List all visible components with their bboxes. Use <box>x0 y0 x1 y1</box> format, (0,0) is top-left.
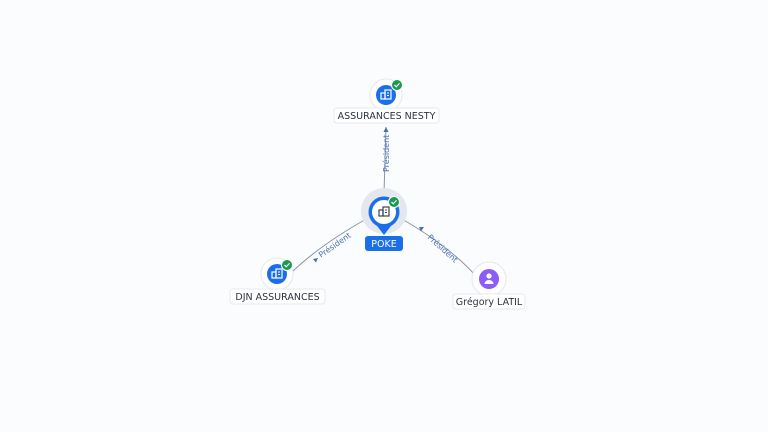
person-icon <box>484 273 494 284</box>
edge-right-label: Président <box>426 232 460 264</box>
verified-icon <box>391 79 403 91</box>
company-icon <box>271 268 283 279</box>
edge-left[interactable]: Président <box>291 217 369 273</box>
edge-top-arrow <box>383 127 389 132</box>
node-label: POKE <box>371 239 396 250</box>
company-icon <box>378 206 390 217</box>
verified-icon <box>388 196 400 208</box>
company-icon <box>380 89 392 100</box>
node-label: DJN ASSURANCES <box>235 292 319 303</box>
node-label: ASSURANCES NESTY <box>338 111 436 122</box>
edge-top-label: Président <box>381 135 391 172</box>
node-assurances-nesty[interactable]: ASSURANCES NESTY <box>333 78 440 124</box>
edge-right-arrow <box>419 227 424 232</box>
edge-left-label: Président <box>316 230 352 260</box>
edge-top[interactable]: Président <box>381 126 391 194</box>
node-gregory-latil[interactable]: Grégory LATIL <box>452 261 526 310</box>
node-poke[interactable]: POKE <box>361 188 407 251</box>
edge-left-arrow <box>313 258 318 263</box>
edge-right[interactable]: Président <box>399 217 477 277</box>
verified-icon <box>281 259 293 271</box>
node-djn-assurances[interactable]: DJN ASSURANCES <box>229 257 326 305</box>
node-label: Grégory LATIL <box>456 297 523 308</box>
